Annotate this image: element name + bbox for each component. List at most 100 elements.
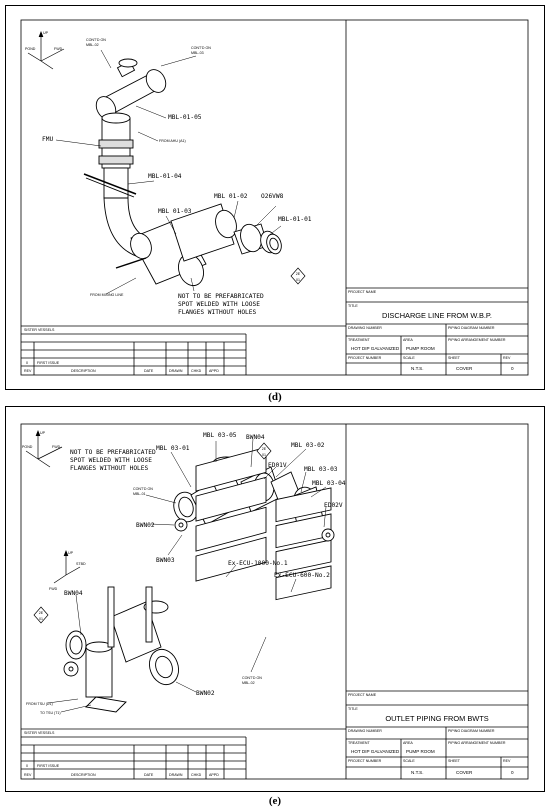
- drawing-number-label: DRAWING NUMBER: [348, 729, 382, 733]
- col-date: DATE: [144, 773, 154, 777]
- col-rev: REV: [24, 369, 32, 373]
- callout-ecu-1000: Ex-ECU-1000-No.1: [228, 560, 288, 567]
- note-line-2: SPOT WELDED WITH LOOSE: [70, 457, 152, 464]
- callout-bwn04-bottom: BWN04: [64, 590, 83, 597]
- weld-tag-e-bottom: 2E 01: [33, 606, 49, 624]
- area-value: PUMP ROOM: [406, 346, 435, 351]
- title-label: TITLE: [348, 304, 358, 308]
- callout-bwn04-top: BWN04: [246, 434, 265, 441]
- tag-bottom-text: 01: [296, 278, 300, 282]
- callout-bwn02-top: BWN02: [136, 522, 155, 529]
- sheet-value: COVER: [456, 770, 473, 775]
- rev-value: 0: [511, 770, 514, 775]
- callout-contd-mbl02-line2: MBL-02: [242, 681, 255, 685]
- project-number-label: PROJECT NUMBER: [348, 759, 382, 763]
- callout-mbl-03-03: MBL 03-03: [304, 466, 338, 473]
- orientation-axes-d: [27, 31, 65, 70]
- col-description: DESCRIPTION: [71, 369, 96, 373]
- rev-label: REV: [503, 759, 511, 763]
- callout-bwn02-bottom: BWN02: [196, 690, 215, 697]
- revision-number: 0: [26, 361, 28, 365]
- callout-from-mixing-line: FROM MIXING LINE: [90, 293, 124, 297]
- piping-diagram-label: PIPING DIAGRAM NUMBER: [448, 729, 495, 733]
- note-line-3: FLANGES WITHOUT HOLES: [70, 465, 149, 472]
- tag-bottom-top-text: 2E: [39, 611, 44, 615]
- ecu-600-module-1: [275, 487, 332, 523]
- axis-up-label: UP: [40, 431, 46, 435]
- revision-number: 0: [26, 764, 28, 768]
- piping-diagram-label: PIPING DIAGRAM NUMBER: [448, 326, 495, 330]
- caption-e: (e): [268, 795, 282, 807]
- col-appd: APPD: [209, 369, 219, 373]
- tag-bottom-bottom-text: 01: [39, 617, 43, 621]
- callout-ed02v: ED02V: [324, 502, 343, 509]
- tag-bottom-text: 01: [262, 453, 266, 457]
- callout-ecu-600: Ex-ECU-600-No.2: [274, 572, 330, 579]
- callout-from-tsu: FROM TSU (D1): [26, 702, 53, 706]
- callout-contd-mbl02-line2: MBL-02: [86, 43, 99, 47]
- axis-pond-label: POND: [25, 47, 36, 51]
- project-number-label: PROJECT NUMBER: [348, 356, 382, 360]
- callout-ed01v: ED01V: [268, 462, 287, 469]
- col-date: DATE: [144, 369, 154, 373]
- axis-fwd-label: FWD: [54, 47, 63, 51]
- ecu-1000-module-1: [195, 446, 267, 492]
- callout-contd-mbl03-line2: MBL-03: [191, 51, 204, 55]
- ecu-1000-module-2: [195, 476, 267, 522]
- sister-vessels-label: SISTER VESSELS: [24, 328, 55, 332]
- callout-mbl-03-05: MBL 03-05: [203, 432, 237, 439]
- callout-contd-mbl01-line1: CONT'D ON: [133, 487, 153, 491]
- callout-to-tsu: TO TSU (T1): [40, 711, 61, 715]
- callout-fmu: FMU: [42, 136, 53, 143]
- callout-mbl-03-04: MBL 03-04: [312, 480, 346, 487]
- treatment-value: HOT DIP GALVANIZED: [351, 749, 400, 754]
- treatment-label: TREATMENT: [348, 741, 370, 745]
- caption-d: (d): [268, 391, 282, 403]
- drawing-title: OUTLET PIPING FROM BWTS: [385, 714, 488, 723]
- note-line-2: SPOT WELDED WITH LOOSE: [178, 301, 260, 308]
- drawing-title: DISCHARGE LINE FROM W.B.P.: [382, 311, 492, 320]
- revision-first-issue: FIRST ISSUE: [37, 764, 60, 768]
- callout-mbl-03-01: MBL 03-01: [156, 445, 190, 452]
- note-line-1: NOT TO BE PREFABRICATED: [178, 293, 264, 300]
- sheet-value: COVER: [456, 366, 473, 371]
- sheet-label: SHEET: [448, 759, 461, 763]
- ecu-1000-module-3: [195, 506, 267, 552]
- note-line-3: FLANGES WITHOUT HOLES: [178, 309, 257, 316]
- col-chkd: CHKD: [191, 369, 202, 373]
- callout-bwn03: BWN03: [156, 557, 175, 564]
- isometric-drawing-d: 2E 01 UP POND FWD CONT'D ON MBL-02 CONT'…: [20, 19, 529, 376]
- note-line-1: NOT TO BE PREFABRICATED: [70, 449, 156, 456]
- axis-fwd-label: FWD: [52, 445, 61, 449]
- col-drawn: DRAWN: [169, 369, 183, 373]
- ecu-1000-module-4: [195, 536, 267, 582]
- inner-frame: [20, 19, 529, 376]
- callout-mbl-01-02: MBL 01-02: [214, 193, 248, 200]
- pipe-isometric-e-lower: [63, 586, 179, 713]
- callout-contd-mbl01-line2: MBL-01: [133, 492, 146, 496]
- piping-arrangement-label: PIPING ARRANGEMENT NUMBER: [448, 741, 506, 745]
- revision-first-issue: FIRST ISSUE: [37, 361, 60, 365]
- area-label: AREA: [403, 741, 413, 745]
- axis-up-label-2: UP: [68, 551, 74, 555]
- ecu-600-module-4: [275, 565, 332, 601]
- weld-tag-e-top: 2E 01: [256, 442, 272, 460]
- sister-vessels-label: SISTER VESSELS: [24, 731, 55, 735]
- rev-label: REV: [503, 356, 511, 360]
- col-drawn: DRAWN: [169, 773, 183, 777]
- tag-top-text: 2E: [296, 272, 301, 276]
- drawing-sheet-d: 2E 01 UP POND FWD CONT'D ON MBL-02 CONT'…: [5, 5, 545, 390]
- area-value: PUMP ROOM: [406, 749, 435, 754]
- pipe-isometric-e-main: [173, 446, 335, 601]
- project-name-label: PROJECT NAME: [348, 693, 377, 697]
- scale-label: SCALE: [403, 356, 415, 360]
- scale-value: N.T.S.: [411, 366, 424, 371]
- callout-mbl-01-04: MBL-01-04: [148, 173, 182, 180]
- pipe-isometric-d: [83, 58, 282, 287]
- leader-lines-d: [55, 49, 282, 295]
- callout-mbl-03-02: MBL 03-02: [291, 442, 325, 449]
- orientation-axes-e-top: [25, 430, 63, 468]
- inner-frame: [20, 423, 529, 780]
- rev-value: 0: [511, 366, 514, 371]
- scale-label: SCALE: [403, 759, 415, 763]
